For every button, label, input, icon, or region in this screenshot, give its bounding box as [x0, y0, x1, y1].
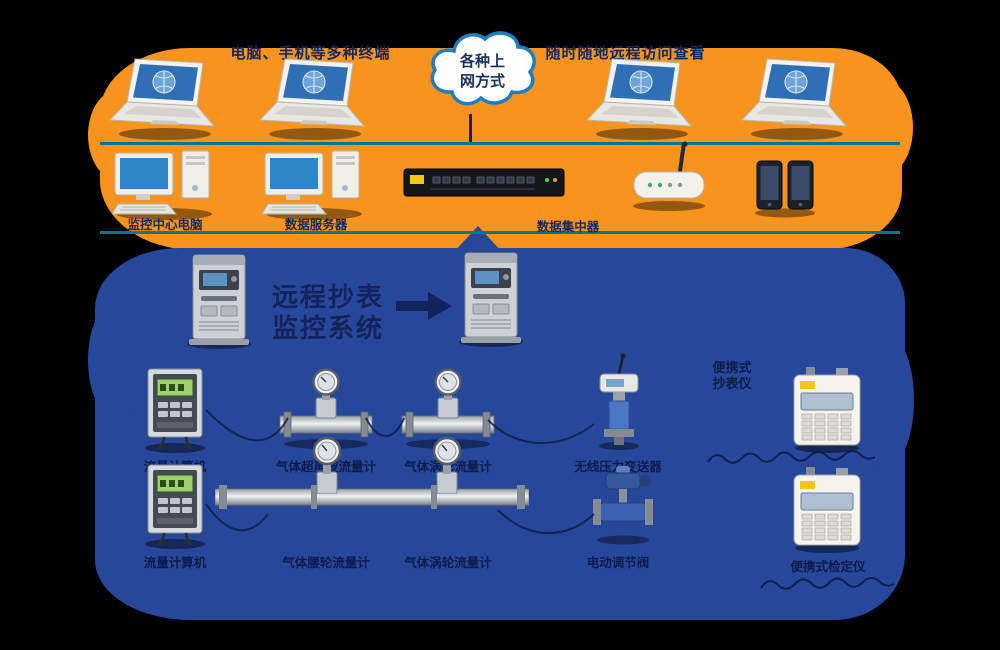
laptop-icon [108, 58, 216, 140]
collector-cabinet-icon [459, 252, 523, 347]
wave-line [707, 450, 876, 464]
flow-meter-head-icon [432, 436, 462, 494]
monitor-pc-label: 监控中心电脑 [127, 218, 203, 232]
blue-bump-right [852, 330, 914, 470]
server-computer-icon [262, 150, 362, 220]
system-title-line2: 监控系统 [271, 312, 385, 343]
portable-reader-label: 便携式抄表仪 [712, 360, 752, 392]
data-concentrator-rack-icon [403, 168, 565, 197]
control-valve-icon [593, 466, 653, 545]
cloud-connector-line [469, 114, 472, 142]
internet-cloud-icon [430, 31, 536, 106]
flow-computer-icon [145, 464, 205, 549]
system-title-line1: 远程抄表 [271, 282, 385, 312]
device-label: 气体腰轮流量计 [282, 556, 370, 570]
device-label: 电动调节阀 [586, 556, 650, 570]
network-bus-line-bottom [100, 231, 900, 234]
device-label: 气体涡轮流量计 [404, 556, 492, 570]
arrow-right-icon [396, 292, 452, 320]
collector-cabinet-icon [187, 254, 251, 349]
portable-device-icon [793, 367, 861, 453]
wireless-router-icon [633, 141, 705, 211]
device-label: 流量计算机 [143, 556, 207, 570]
flow-meter-icon [401, 368, 495, 449]
flow-meter-icon [279, 368, 373, 449]
laptop-icon [258, 58, 366, 140]
system-title: 远程抄表 监控系统 [272, 282, 384, 343]
desktop-computer-icon [112, 150, 212, 220]
top-text-right: 随时随地远程访问查看 [545, 45, 706, 62]
wave-line [760, 577, 895, 590]
blue-bump-left [88, 300, 148, 420]
blue-pointer-up [452, 226, 504, 254]
cable-line [205, 409, 595, 444]
portable-device-icon [793, 467, 861, 553]
laptop-icon [740, 58, 848, 140]
top-text-left: 电脑、手机等多种终端 [230, 45, 391, 62]
rack-label: 数据集中器 [536, 220, 600, 234]
laptop-icon [585, 58, 693, 140]
cloud-label: 各种上网方式 [459, 53, 505, 91]
network-bus-line-top [100, 142, 900, 145]
portable-verifier-label: 便携式检定仪 [790, 560, 866, 574]
flow-meter-head-icon [312, 436, 342, 494]
orange-bump-right [855, 80, 913, 175]
flow-computer-icon [145, 368, 205, 453]
wireless-transmitter-icon [599, 353, 639, 450]
mobile-phones-icon [755, 160, 815, 218]
cable-line [205, 503, 595, 534]
data-server-label: 数据服务器 [284, 218, 348, 232]
